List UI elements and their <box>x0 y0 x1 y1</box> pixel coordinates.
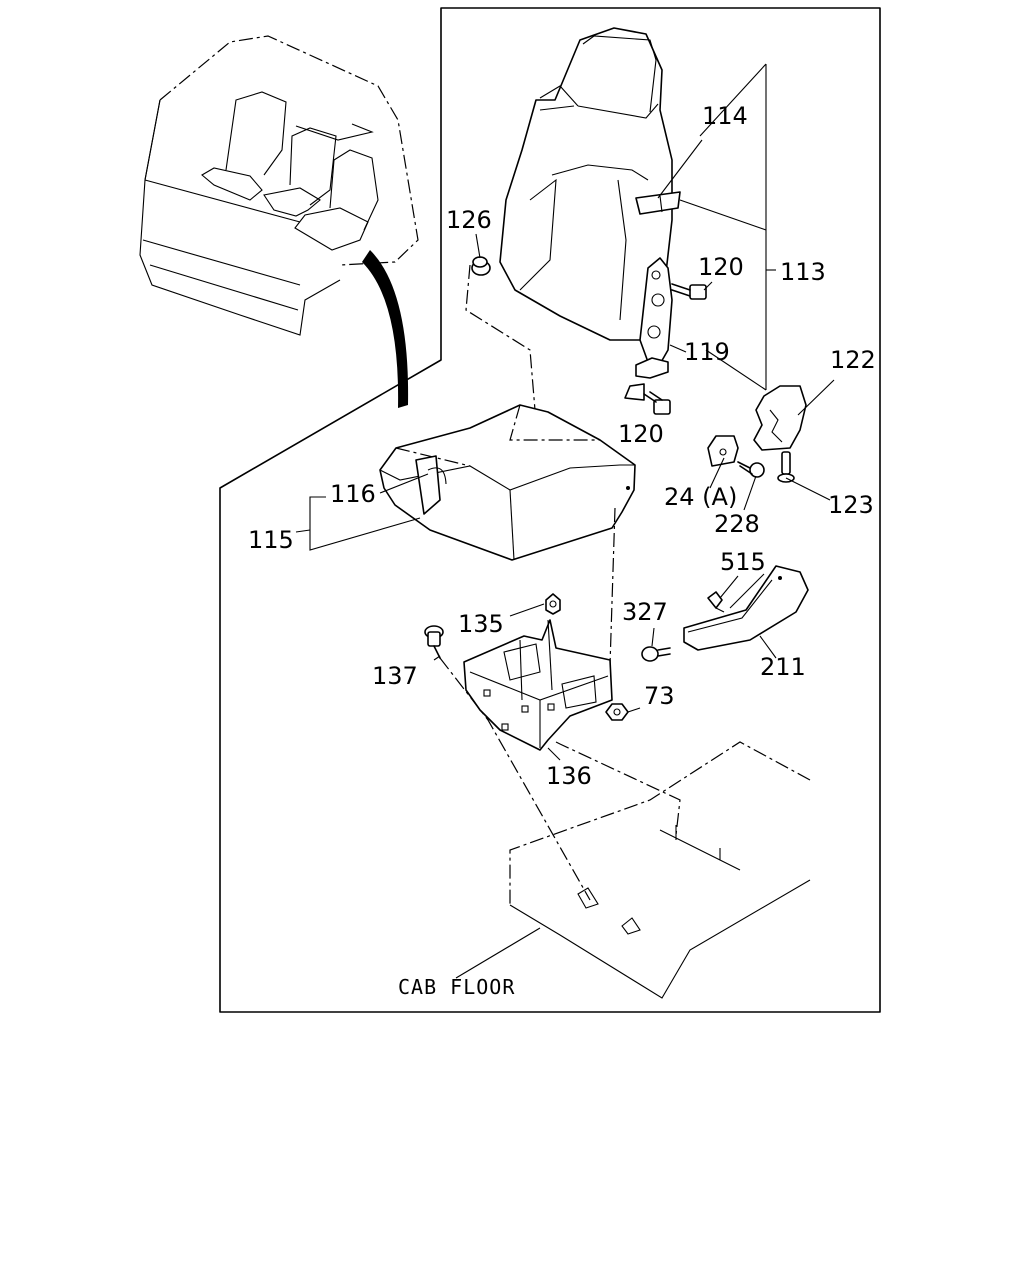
screw-228 <box>737 461 765 478</box>
nut-73 <box>605 703 629 721</box>
label-24a: 24 (A) <box>664 483 737 511</box>
label-113: 113 <box>780 258 826 286</box>
label-211: 211 <box>760 653 806 681</box>
label-116: 116 <box>330 480 376 508</box>
cab-floor-label: CAB FLOOR <box>398 975 515 999</box>
trim-211 <box>683 565 809 651</box>
diagram-frame <box>219 7 881 1013</box>
label-136: 136 <box>546 762 592 790</box>
label-123: 123 <box>828 491 874 519</box>
screw-123 <box>777 451 795 483</box>
label-327: 327 <box>622 598 668 626</box>
label-515: 515 <box>720 548 766 576</box>
label-122: 122 <box>830 346 876 374</box>
nut-135 <box>545 593 561 615</box>
label-115: 115 <box>248 526 294 554</box>
screw-327 <box>641 646 671 662</box>
cover-122 <box>753 385 807 451</box>
recliner-bracket <box>624 257 673 401</box>
grommet-126 <box>465 256 536 411</box>
label-126: 126 <box>446 206 492 234</box>
bolt-120-upper <box>671 283 707 300</box>
clip-515 <box>707 591 725 613</box>
label-228: 228 <box>714 510 760 538</box>
bolt-137 <box>424 625 591 901</box>
seat-base-frame <box>463 619 613 751</box>
seat-cushion <box>379 404 636 561</box>
label-119: 119 <box>684 338 730 366</box>
label-120-upper: 120 <box>698 253 744 281</box>
location-arrow <box>362 250 409 408</box>
label-114: 114 <box>702 102 748 130</box>
knob-24a <box>707 435 739 467</box>
label-135: 135 <box>458 610 504 638</box>
label-120-lower: 120 <box>618 420 664 448</box>
bolt-120-lower <box>643 391 671 415</box>
leader-lines <box>295 63 835 979</box>
label-137: 137 <box>372 662 418 690</box>
part-labels: 114 126 120 113 119 122 120 24 (A) 116 1… <box>248 102 876 999</box>
label-73: 73 <box>644 682 675 710</box>
cab-overview-inset <box>139 35 419 408</box>
cab-floor <box>509 741 811 999</box>
